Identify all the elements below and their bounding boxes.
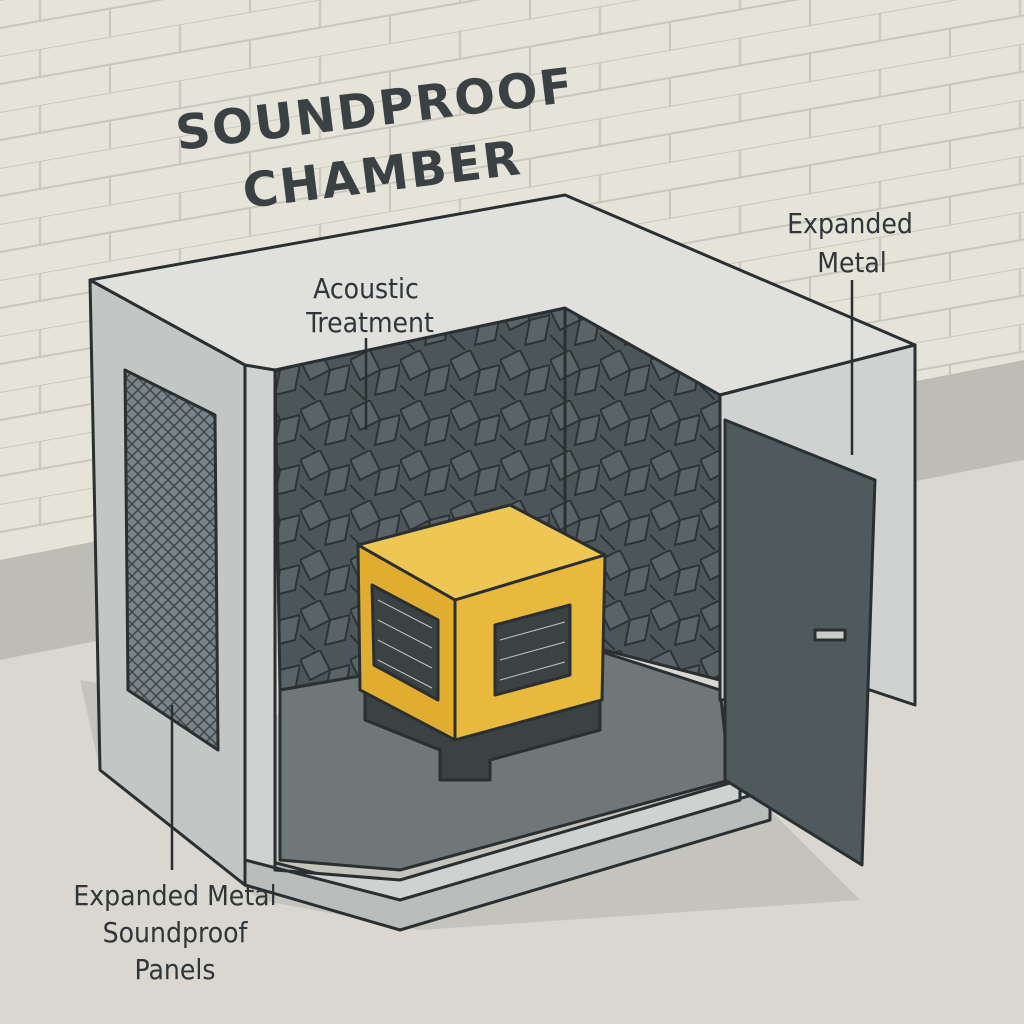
open-door[interactable]	[723, 418, 877, 867]
label-panels-1: Expanded Metal	[73, 879, 276, 912]
label-expanded-2: Metal	[817, 246, 887, 279]
label-acoustic-1: Acoustic	[313, 272, 419, 305]
expanded-metal-panel	[123, 368, 220, 752]
label-expanded-1: Expanded	[787, 207, 913, 240]
top-slab	[88, 193, 917, 397]
generator-vent-right	[493, 603, 572, 697]
label-panels-2: Soundproof	[103, 916, 249, 949]
generator-vent-left	[370, 583, 440, 702]
door-handle-icon[interactable]	[813, 628, 847, 642]
label-acoustic-2: Treatment	[305, 306, 434, 339]
label-panels-3: Panels	[135, 953, 216, 986]
